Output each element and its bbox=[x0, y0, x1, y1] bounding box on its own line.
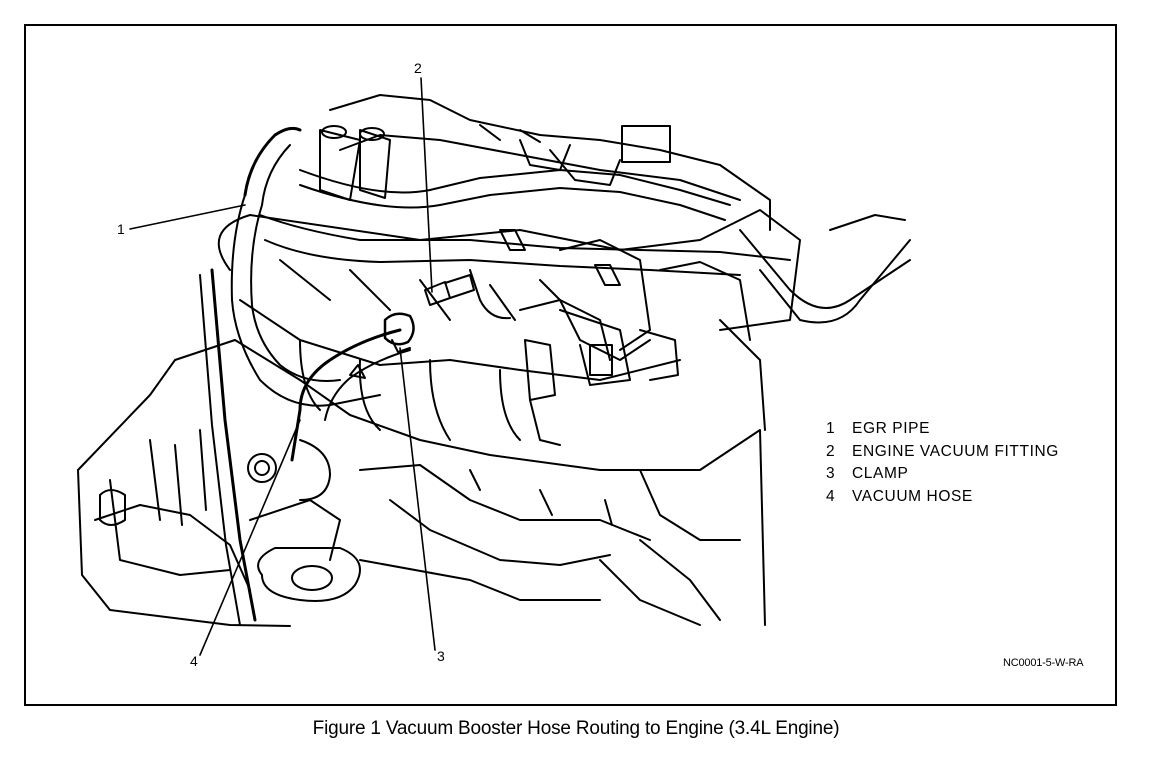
legend-row: 2 ENGINE VACUUM FITTING bbox=[826, 441, 1059, 464]
legend-number: 2 bbox=[826, 442, 836, 460]
callout-2: 2 bbox=[414, 60, 422, 76]
legend-label: VACUUM HOSE bbox=[852, 488, 973, 506]
callout-1: 1 bbox=[117, 221, 125, 237]
egr-pipe bbox=[230, 126, 381, 407]
legend-number: 4 bbox=[826, 488, 836, 506]
wiring-harness bbox=[259, 169, 911, 361]
callout-4: 4 bbox=[190, 653, 198, 669]
legend-number: 1 bbox=[826, 420, 836, 437]
figure-code: NC0001-5-W-RA bbox=[1003, 657, 1084, 669]
valve-cover bbox=[319, 94, 771, 231]
clamp-drawing bbox=[383, 312, 415, 353]
legend-label: EGR PIPE bbox=[852, 420, 931, 437]
legend-label: CLAMP bbox=[852, 465, 909, 483]
vacuum-fitting-drawing bbox=[424, 274, 475, 306]
callout-3: 3 bbox=[437, 648, 445, 664]
legend-number: 3 bbox=[826, 465, 836, 483]
leader-line-3 bbox=[399, 347, 436, 651]
legend-label: ENGINE VACUUM FITTING bbox=[852, 442, 1059, 460]
figure-frame bbox=[24, 24, 1117, 706]
figure-caption: Figure 1 Vacuum Booster Hose Routing to … bbox=[312, 718, 840, 739]
intake-manifold bbox=[217, 209, 801, 441]
vacuum-hose-drawing bbox=[199, 268, 411, 626]
legend-row: 1 EGR PIPE bbox=[826, 418, 1059, 441]
leader-line-4 bbox=[199, 419, 301, 656]
leader-lines bbox=[129, 77, 436, 656]
engine-block bbox=[77, 319, 766, 627]
legend-row: 3 CLAMP bbox=[826, 463, 1059, 486]
legend-row: 4 VACUUM HOSE bbox=[826, 486, 1059, 509]
leader-line-2 bbox=[420, 77, 433, 293]
leader-line-1 bbox=[129, 204, 246, 230]
sensor-bracket bbox=[524, 309, 679, 446]
